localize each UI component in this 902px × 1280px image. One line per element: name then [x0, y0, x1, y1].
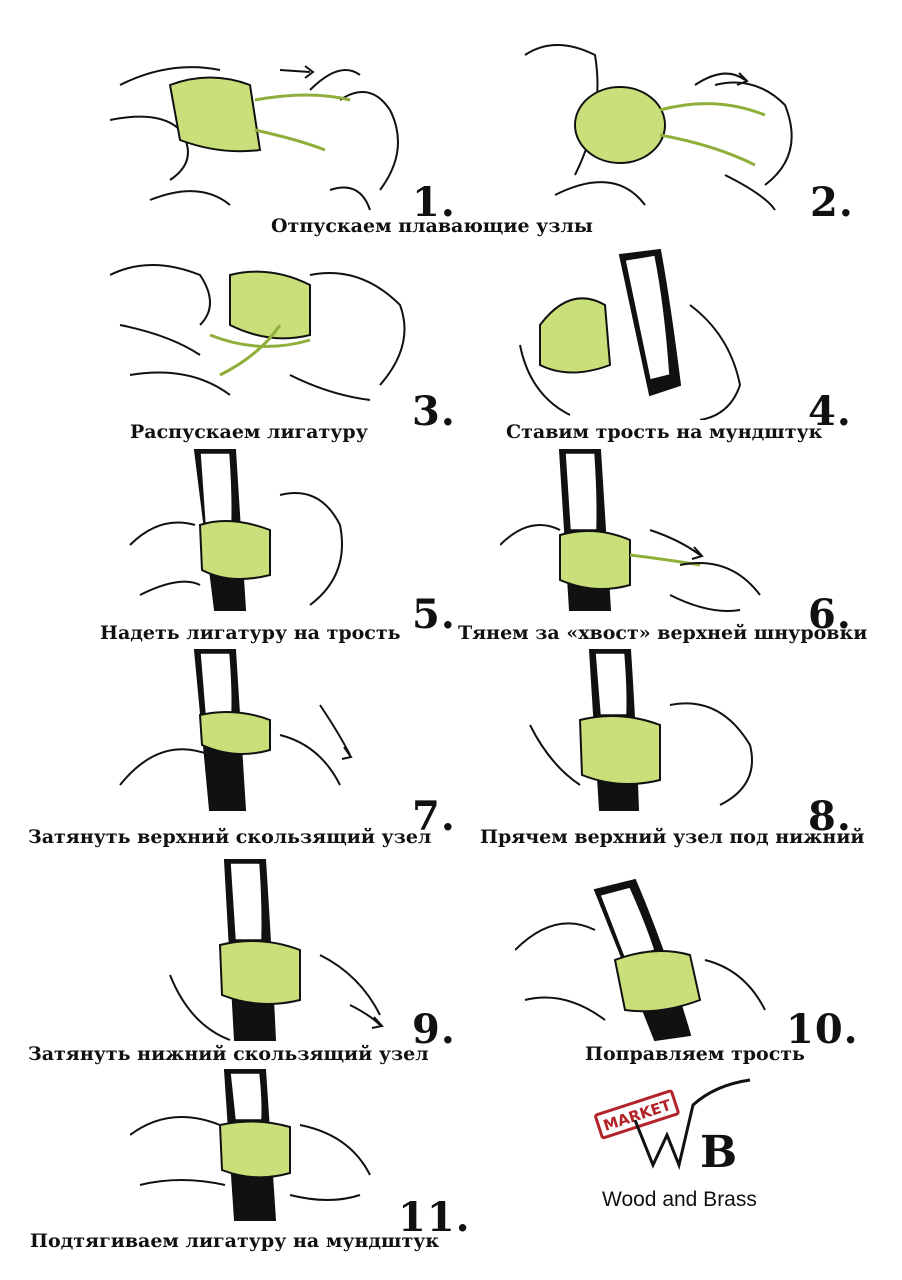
svg-text:B: B: [700, 1127, 737, 1178]
step-9-number: 9.: [412, 1006, 456, 1053]
step-5-caption: Надеть лигатуру на трость: [100, 622, 401, 644]
hands-illustration: [110, 65, 399, 211]
ligature-illustration: [578, 715, 661, 785]
step-1-number: 1.: [412, 179, 456, 226]
step-10-caption: Поправляем трость: [585, 1043, 805, 1065]
hands-illustration: [110, 264, 406, 401]
step-3-illustration: [110, 245, 420, 405]
step-7-caption: Затянуть верхний скользящий узел: [28, 826, 432, 848]
ligature-illustration: [229, 270, 311, 340]
brand-name: Wood and Brass: [602, 1188, 757, 1211]
ligature-illustration: [539, 297, 612, 374]
step-8-illustration: [520, 645, 810, 820]
step-4-illustration: [510, 245, 810, 420]
step-4-caption: Ставим трость на мундштук: [506, 421, 823, 443]
step-8-number: 8.: [808, 793, 852, 840]
arrow-icon: [694, 72, 749, 86]
step-5-number: 5.: [412, 591, 456, 638]
step-3-number: 3.: [412, 388, 456, 435]
ligature-illustration: [198, 711, 271, 755]
wood-and-brass-logo: MARKET B: [575, 1075, 775, 1225]
step-10-number: 10.: [786, 1006, 859, 1053]
hands-illustration: [119, 649, 353, 811]
step-8-caption: Прячем верхний узел под нижний: [480, 826, 865, 848]
logo-mark: MARKET B: [594, 1078, 751, 1178]
ligature-illustration: [574, 86, 666, 164]
ligature-illustration: [168, 76, 262, 153]
step-5-illustration: [120, 445, 420, 615]
step-6-caption: Тянем за «хвост» верхней шнуровки: [458, 622, 868, 644]
step-7-illustration: [110, 645, 410, 820]
step-6-illustration: [500, 445, 810, 620]
step-7-number: 7.: [412, 793, 456, 840]
step-2-number: 2.: [810, 179, 854, 226]
arrow-icon: [279, 65, 315, 79]
step-4-number: 4.: [808, 388, 852, 435]
hands-illustration: [524, 44, 793, 211]
hands-illustration: [129, 449, 343, 611]
hands-illustration: [169, 859, 384, 1041]
arrow-icon: [649, 529, 704, 560]
step-1-illustration: [110, 30, 440, 220]
ligature-illustration: [613, 950, 702, 1013]
hands-illustration: [515, 878, 766, 1042]
hands-illustration: [500, 449, 761, 612]
market-stamp-icon: MARKET: [594, 1089, 680, 1140]
step-9-caption: Затянуть нижний скользящий узел: [28, 1043, 429, 1065]
hands-illustration: [130, 1069, 371, 1221]
ligature-illustration: [218, 1120, 291, 1179]
step-3-caption: Распускаем лигатуру: [130, 421, 368, 443]
step-6-number: 6.: [808, 591, 852, 638]
step-11-illustration: [130, 1065, 420, 1225]
ligature-illustration: [559, 530, 631, 590]
ligature-illustration: [198, 520, 271, 580]
step-1-caption: Отпускаем плавающие узлы: [271, 215, 593, 237]
step-11-caption: Подтягиваем лигатуру на мундштук: [30, 1230, 440, 1252]
w-monogram-icon: [633, 1078, 751, 1170]
ligature-illustration: [218, 940, 301, 1005]
step-2-illustration: [515, 15, 815, 215]
hands-illustration: [519, 248, 742, 420]
hands-illustration: [529, 649, 753, 811]
step-9-illustration: [150, 855, 420, 1045]
step-11-number: 11.: [398, 1194, 471, 1241]
step-10-illustration: [515, 870, 805, 1045]
